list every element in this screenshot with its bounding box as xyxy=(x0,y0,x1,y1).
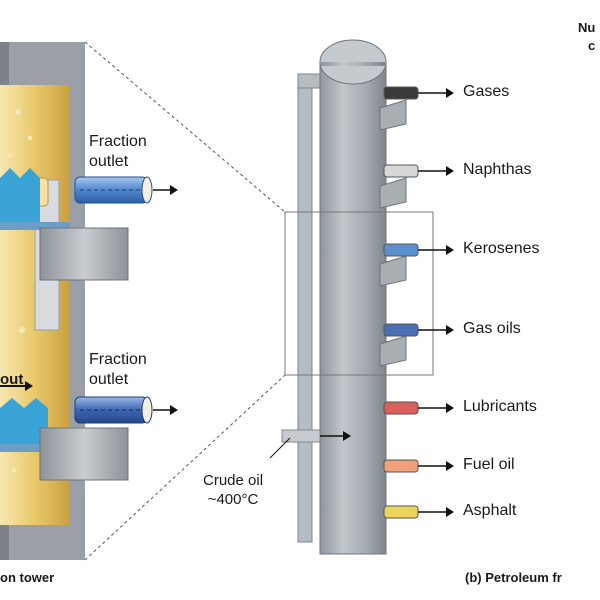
outlet-pipe-asphalt xyxy=(383,505,419,519)
outlet-word: outlet xyxy=(89,371,129,388)
fraction-label-lubricants: Lubricants xyxy=(463,398,537,415)
tray-plate-lower xyxy=(0,444,70,452)
fraction-outlets xyxy=(383,86,454,519)
bubble xyxy=(27,135,33,141)
collar xyxy=(379,255,407,287)
collar xyxy=(379,335,407,367)
crude-oil-text: Crude oil xyxy=(203,472,264,489)
outlet-pipe-gas-oils xyxy=(383,323,419,337)
tray-plate-upper xyxy=(0,222,70,230)
crude-oil-label: Crude oil ~400°C xyxy=(203,471,263,509)
bubble xyxy=(11,467,17,473)
arrow-head xyxy=(446,166,454,176)
edge-text-1: Nu xyxy=(578,20,596,35)
zoom-line-top xyxy=(84,41,286,213)
outlet-mouth-upper xyxy=(141,176,153,204)
right-caption: (b) Petroleum fr xyxy=(465,570,562,585)
outlet-pipe-gases xyxy=(383,86,419,100)
fraction-outlet-label-upper: Fraction outlet xyxy=(89,132,147,172)
dome-join xyxy=(321,62,385,66)
fraction-word: Fraction xyxy=(89,133,147,150)
fraction-label-kerosenes: Kerosenes xyxy=(463,240,540,257)
arrow-head xyxy=(446,507,454,517)
edge-text-2: c xyxy=(588,38,596,53)
collar xyxy=(379,99,407,131)
column-body xyxy=(319,61,387,555)
fraction-label-gases: Gases xyxy=(463,83,510,100)
outlet-pipe-fuel-oil xyxy=(383,459,419,473)
outlet-pipe-lubricants xyxy=(383,401,419,415)
left-caption: on tower xyxy=(0,570,55,585)
outlet-pipe-naphthas xyxy=(383,164,419,178)
collar-upper xyxy=(39,227,129,281)
fraction-label-fuel-oil: Fuel oil xyxy=(463,456,515,473)
fractionating-column xyxy=(269,39,454,555)
arrow-head xyxy=(446,245,454,255)
arrow-head xyxy=(170,405,178,415)
arrow-head xyxy=(446,88,454,98)
crude-leader-line xyxy=(269,437,291,459)
collar xyxy=(379,177,407,209)
tray-lower xyxy=(0,398,48,448)
cutaway-panel xyxy=(0,42,178,560)
inner-cut-label: out xyxy=(0,371,24,388)
fraction-label-naphthas: Naphthas xyxy=(463,161,532,178)
arrow-head xyxy=(170,185,178,195)
bubble xyxy=(15,109,21,115)
fraction-word: Fraction xyxy=(89,351,147,368)
fraction-label-gas-oils: Gas oils xyxy=(463,320,521,337)
feed-pipe xyxy=(297,79,313,543)
zoom-box xyxy=(284,211,434,376)
arrow-head xyxy=(446,403,454,413)
tray-upper xyxy=(0,168,40,222)
bubble xyxy=(8,153,12,157)
arrow-head xyxy=(25,381,33,391)
outlet-mouth-lower xyxy=(141,396,153,424)
fraction-outlet-label-lower: Fraction outlet xyxy=(89,350,147,390)
temperature-text: ~400°C xyxy=(207,491,259,508)
collar-lower xyxy=(39,427,129,481)
arrow-head xyxy=(446,461,454,471)
outlet-pipe-kerosenes xyxy=(383,243,419,257)
bubble xyxy=(19,327,25,333)
arrow-head xyxy=(446,325,454,335)
outlet-word: outlet xyxy=(89,153,129,170)
fraction-label-asphalt: Asphalt xyxy=(463,502,517,519)
arrow-head xyxy=(343,431,351,441)
